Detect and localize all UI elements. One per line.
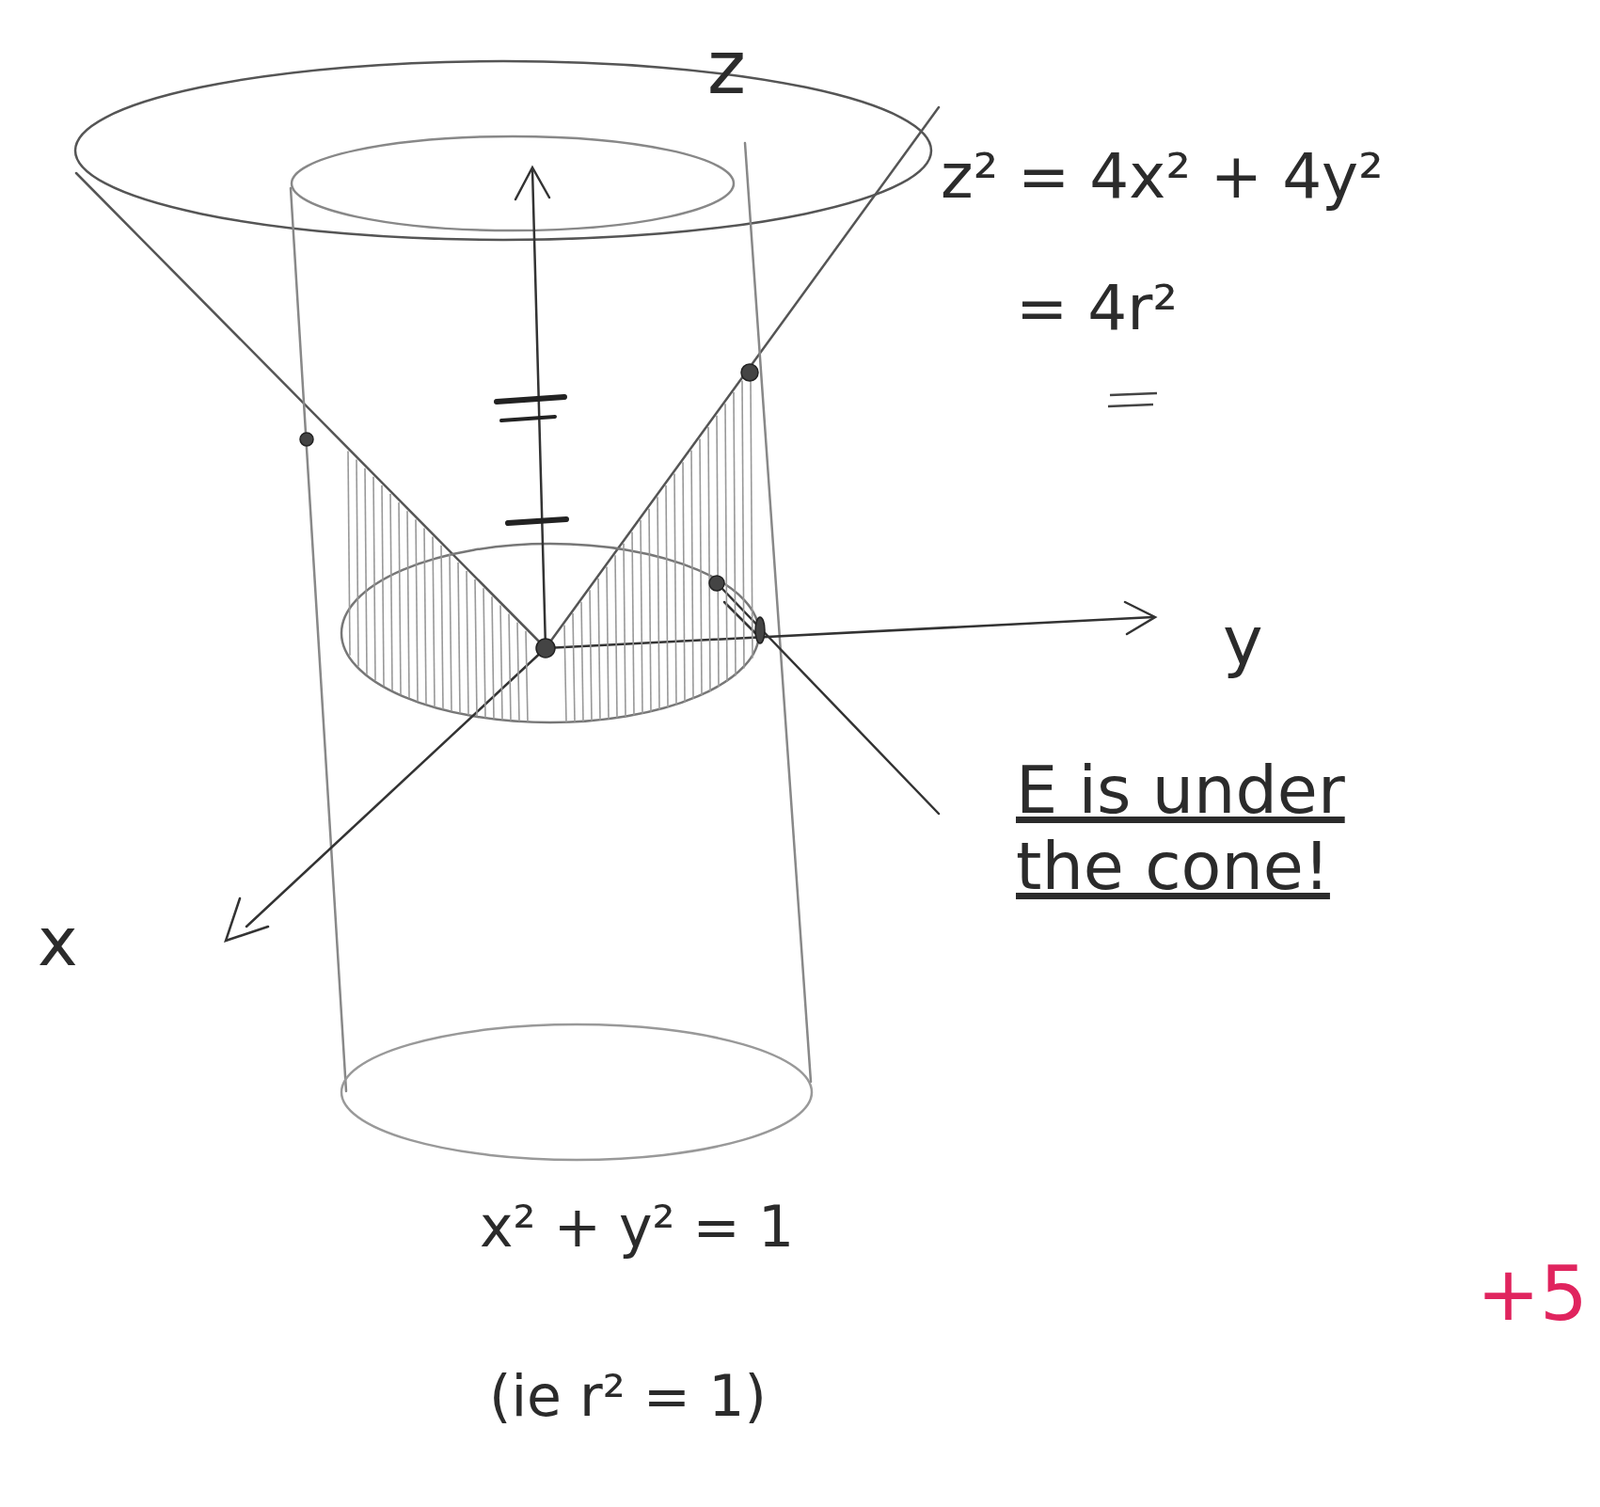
hatch-line bbox=[441, 545, 444, 710]
hatch-line bbox=[699, 438, 702, 696]
cone-edge bbox=[724, 601, 761, 638]
hatch-line bbox=[525, 631, 528, 723]
cone-rim bbox=[75, 61, 932, 240]
hatch-line bbox=[390, 493, 393, 691]
hatch-line bbox=[716, 415, 719, 688]
hatch-line bbox=[407, 510, 410, 698]
arrowhead bbox=[1124, 601, 1156, 634]
tick-mark bbox=[507, 519, 567, 523]
point bbox=[536, 638, 555, 658]
hatch-line bbox=[508, 614, 511, 722]
note: E is under the cone! bbox=[1015, 752, 1411, 904]
leader-line bbox=[722, 588, 939, 814]
hatch-line bbox=[623, 543, 626, 717]
hatch-line bbox=[733, 392, 736, 677]
hatch-line bbox=[483, 587, 486, 718]
hatch-line bbox=[665, 485, 668, 708]
point bbox=[709, 575, 725, 591]
hatch-line bbox=[589, 589, 592, 721]
underline bbox=[1108, 404, 1154, 407]
grade-mark: +5 bbox=[1476, 1251, 1588, 1338]
cylinder-bottom bbox=[341, 1024, 812, 1160]
hatch-line bbox=[364, 468, 367, 675]
hatch-line bbox=[373, 476, 376, 682]
hatch-line bbox=[708, 427, 711, 692]
z-axis bbox=[532, 169, 546, 649]
hatch-line bbox=[466, 570, 469, 715]
cylinder-top bbox=[291, 136, 734, 231]
underline bbox=[1109, 393, 1157, 396]
axis-label: y bbox=[1222, 601, 1264, 681]
hatch-line bbox=[598, 578, 601, 720]
hatch-line bbox=[572, 613, 575, 722]
hatch-line bbox=[356, 459, 359, 667]
hatch-line bbox=[449, 554, 452, 712]
equation: z² = 4x² + 4y² bbox=[940, 141, 1384, 213]
hatch-line bbox=[381, 485, 384, 686]
cone-edge bbox=[545, 107, 939, 649]
hatch-line bbox=[517, 622, 520, 722]
arrowhead bbox=[225, 898, 269, 941]
hatch-line bbox=[674, 474, 677, 706]
base-disk bbox=[341, 543, 760, 723]
arrowhead bbox=[515, 167, 550, 200]
cylinder-side bbox=[290, 188, 347, 1092]
point bbox=[741, 364, 759, 381]
hatch-line bbox=[640, 520, 643, 714]
hatch-line bbox=[500, 604, 503, 720]
tick-mark bbox=[496, 396, 565, 402]
x-axis bbox=[246, 648, 546, 927]
hatch-line bbox=[742, 380, 745, 669]
hatch-line bbox=[458, 562, 460, 713]
hatch-line bbox=[750, 379, 753, 659]
hatch-line bbox=[564, 624, 567, 722]
hatch-line bbox=[606, 567, 609, 720]
point bbox=[300, 432, 314, 446]
hatch-line bbox=[491, 596, 494, 719]
cylinder-side bbox=[744, 142, 811, 1082]
hatch-line bbox=[398, 502, 401, 695]
hatch-line bbox=[691, 450, 694, 699]
hatch-line bbox=[632, 531, 634, 715]
hatch-line bbox=[682, 461, 685, 702]
hatch-line bbox=[424, 527, 427, 704]
equation: x² + y² = 1 bbox=[479, 1194, 794, 1260]
hatch-line bbox=[615, 554, 618, 718]
hatch-line bbox=[348, 450, 350, 655]
equation: = 4r² bbox=[1015, 272, 1178, 345]
y-axis bbox=[545, 617, 1154, 649]
note: (ie r² = 1) bbox=[489, 1363, 767, 1429]
hatch-line bbox=[649, 508, 651, 713]
point bbox=[755, 617, 765, 644]
hatch-line bbox=[657, 496, 660, 710]
hatch-line bbox=[415, 519, 418, 701]
hatch-line bbox=[725, 403, 728, 682]
cone-edge bbox=[76, 173, 546, 649]
tick-mark bbox=[501, 416, 555, 421]
axis-label: z bbox=[707, 26, 746, 111]
hatch-line bbox=[581, 601, 584, 722]
hatch-line bbox=[475, 579, 477, 717]
axis-label: x bbox=[37, 902, 79, 982]
hatch-line bbox=[432, 537, 435, 708]
shading bbox=[348, 379, 753, 723]
